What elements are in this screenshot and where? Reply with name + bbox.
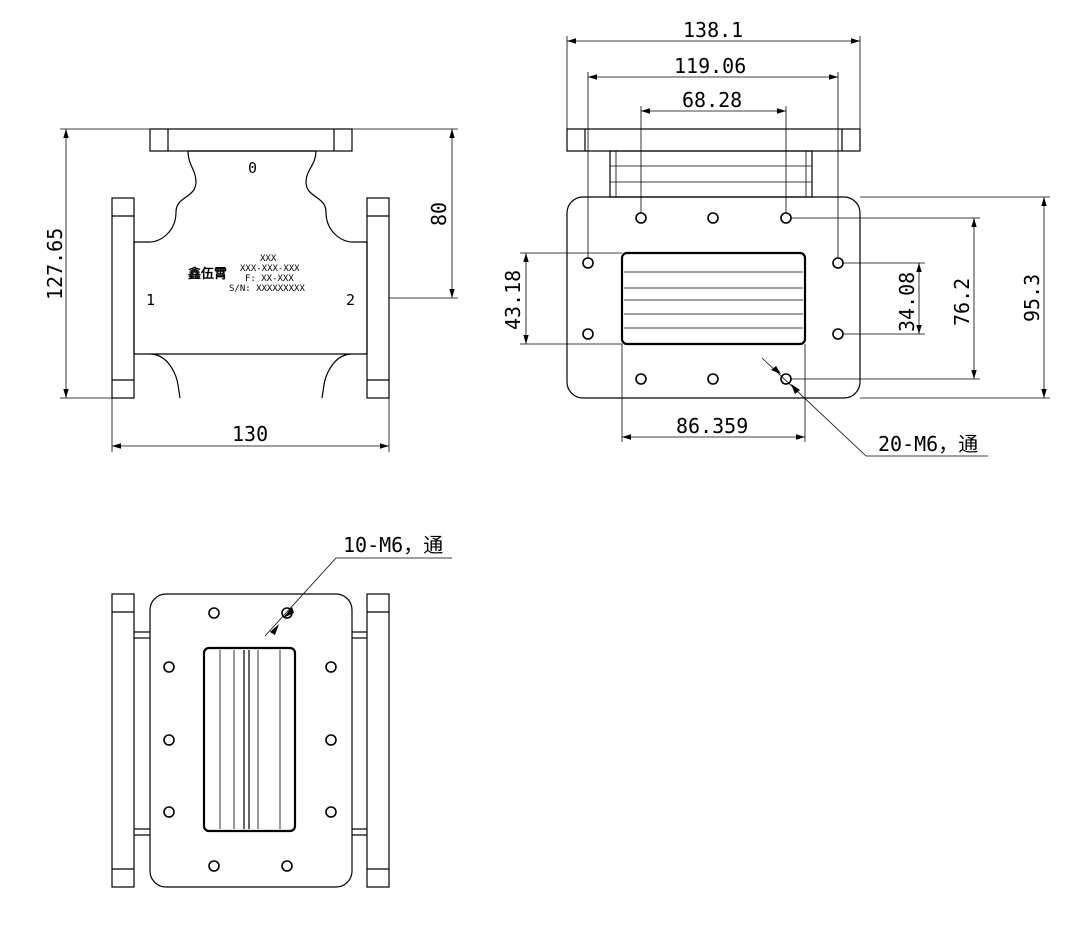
bottom-aperture — [202, 646, 297, 833]
nameplate-line1: XXX — [260, 254, 277, 264]
dim-hole-pitch: 68.28 — [682, 88, 742, 112]
bolt-hole — [281, 860, 293, 872]
nameplate-line2: XXX-XXX-XXX — [240, 264, 300, 274]
left-flange — [111, 197, 135, 399]
dim-side-hole-pitch: 34.08 — [895, 272, 919, 332]
bolt-hole — [325, 661, 337, 673]
port-label-left: 1 — [146, 291, 155, 309]
port-label-right: 2 — [346, 291, 355, 309]
dim-hole-span: 119.06 — [674, 54, 746, 78]
front-view: 138.1 119.06 68.28 86.359 43.18 34.08 76… — [501, 18, 1050, 457]
bottom-view: 10-M6，通 — [111, 533, 452, 888]
rear-flange — [566, 128, 861, 152]
bolt-hole — [163, 661, 175, 673]
callout-front-holes: 20-M6，通 — [878, 432, 978, 456]
nameplate-line4: S/N: XXXXXXXXX — [229, 284, 305, 294]
dim-aperture-height: 43.18 — [501, 270, 525, 330]
bolt-hole — [832, 257, 844, 269]
bolt-hole — [707, 212, 719, 224]
bolt-hole — [208, 607, 220, 619]
top-flange — [149, 128, 353, 152]
bolt-hole — [208, 860, 220, 872]
bolt-hole — [582, 257, 594, 269]
bottom-holes — [163, 607, 337, 872]
bolt-hole — [780, 373, 792, 385]
front-holes — [582, 212, 844, 385]
dim-side-width: 130 — [232, 422, 268, 446]
bolt-hole — [832, 328, 844, 340]
dim-overall-width: 138.1 — [683, 18, 743, 42]
bolt-hole — [582, 328, 594, 340]
waveguide-aperture — [620, 251, 807, 346]
dim-row-pitch: 76.2 — [950, 278, 974, 326]
bolt-hole — [635, 212, 647, 224]
bolt-hole — [635, 373, 647, 385]
tee-body-outline — [133, 150, 368, 399]
dim-overall-height: 95.3 — [1020, 274, 1044, 322]
dim-side-height: 127.65 — [43, 228, 67, 300]
callout-bottom-holes: 10-M6，通 — [343, 533, 443, 557]
bolt-hole — [163, 734, 175, 746]
bolt-hole — [325, 806, 337, 818]
right-flange-bottom — [366, 593, 390, 888]
bottom-flange-face — [149, 593, 353, 888]
bolt-hole — [780, 212, 792, 224]
right-flange — [366, 197, 390, 399]
nameplate-logo: 鑫伍霄 — [187, 266, 227, 282]
bolt-hole — [325, 734, 337, 746]
dim-port-height: 80 — [427, 202, 451, 226]
dim-aperture-width: 86.359 — [676, 414, 748, 438]
left-flange-bottom — [111, 593, 135, 888]
nameplate-line3: F: XX-XXX — [245, 274, 294, 284]
side-view: 0 1 2 鑫伍霄 XXX XXX-XXX-XXX F: XX-XXX S/N:… — [43, 128, 458, 452]
front-flange-face — [566, 196, 861, 399]
port-label-top: 0 — [248, 159, 257, 177]
bolt-hole — [707, 373, 719, 385]
bolt-hole — [163, 806, 175, 818]
